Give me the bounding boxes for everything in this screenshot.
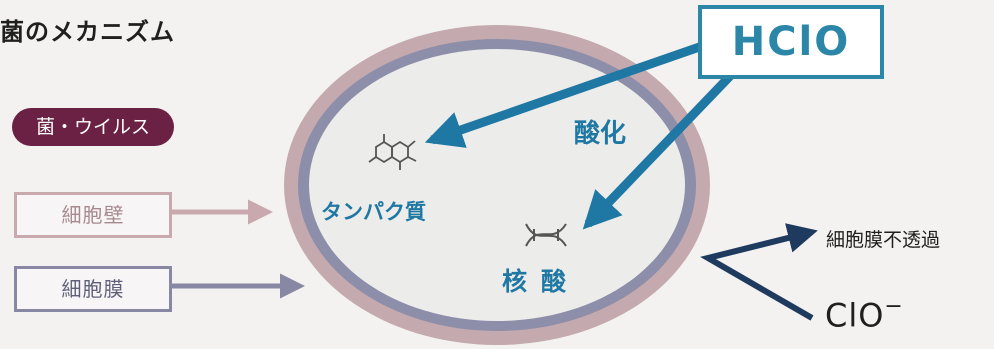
hypochlorite-ion-label: ClO− [825, 294, 904, 335]
impermeable-deflection-arrow [700, 223, 818, 321]
hclo-to-protein-arrow [424, 39, 710, 148]
oxidation-label: 酸化 [574, 119, 627, 149]
hypochlorite-ion-charge: − [884, 294, 904, 319]
pathogen-badge: 菌・ウイルス [12, 108, 174, 146]
hclo-to-nucleic-acid-arrow [582, 70, 736, 230]
membrane-impermeable-label: 細胞膜不透過 [826, 229, 941, 251]
nucleic-acid-label: 核酸 [502, 267, 581, 296]
cell-interior [309, 49, 685, 321]
hypochlorite-ion-base: ClO [825, 296, 885, 335]
protein-label: タンパク質 [321, 200, 426, 224]
cell-membrane-label: 細胞膜 [14, 266, 172, 312]
dna-strand-icon [525, 223, 567, 247]
cell-wall-label: 細胞壁 [14, 192, 172, 238]
hclo-box: HClO [698, 5, 884, 79]
page-title: 菌のメカニズム [0, 18, 175, 46]
protein-molecule-icon [368, 134, 417, 170]
